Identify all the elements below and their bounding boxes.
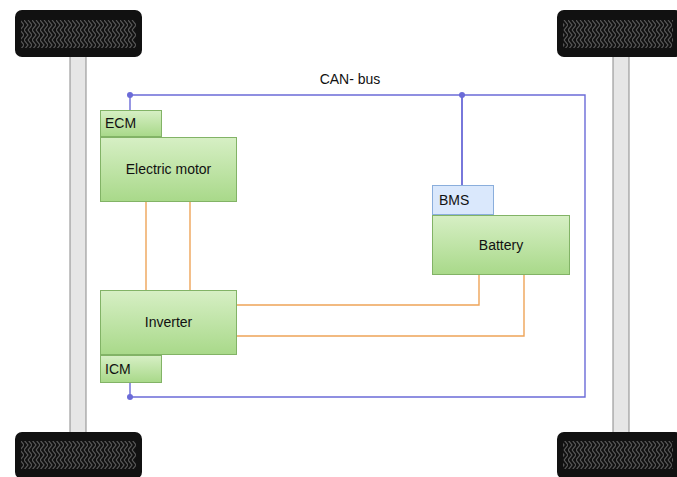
- component-box: Electric motor: [100, 137, 237, 202]
- power-wire: [145, 202, 146, 290]
- axle: [70, 55, 629, 435]
- controller-tab: ECM: [100, 110, 162, 137]
- node-label: BMS: [439, 192, 469, 209]
- node-label: ECM: [105, 115, 136, 132]
- bus-junction: [459, 92, 465, 98]
- power-wire: [237, 275, 479, 305]
- node-label: Inverter: [145, 314, 192, 331]
- controller-tab: BMS: [432, 185, 494, 215]
- component-box: Battery: [432, 215, 570, 275]
- node-label: Battery: [479, 237, 523, 254]
- power-wire: [237, 275, 524, 336]
- component-box: Inverter: [100, 290, 237, 355]
- power-wire: [189, 202, 190, 290]
- controller-tab: ICM: [100, 355, 162, 383]
- bus-label: CAN- bus: [318, 71, 383, 87]
- node-label: Electric motor: [126, 161, 212, 178]
- wheel: [15, 10, 677, 477]
- bus-junction: [127, 92, 133, 98]
- node-label: ICM: [105, 361, 131, 378]
- bus-junction: [127, 394, 133, 400]
